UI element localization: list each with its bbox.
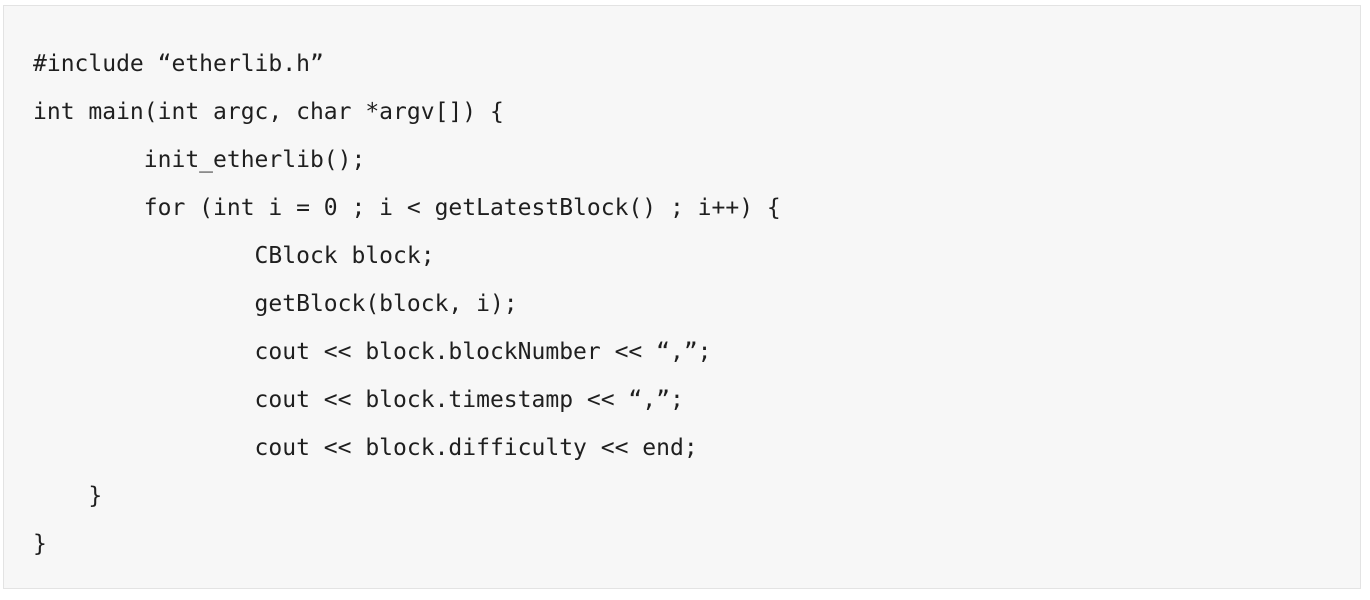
code-line-2: int main(int argc, char *argv[]) {	[33, 99, 504, 125]
code-line-5: CBlock block;	[33, 243, 435, 269]
code-line-4: for (int i = 0 ; i < getLatestBlock() ; …	[33, 195, 781, 221]
code-line-7: cout << block.blockNumber << “,”;	[33, 339, 712, 365]
code-line-9: cout << block.difficulty << end;	[33, 435, 698, 461]
code-block: #include “etherlib.h” int main(int argc,…	[3, 5, 1361, 589]
code-line-3: init_etherlib();	[33, 147, 366, 173]
code-line-8: cout << block.timestamp << “,”;	[33, 387, 684, 413]
code-line-11: }	[33, 531, 47, 557]
code-line-1: #include “etherlib.h”	[33, 51, 324, 77]
code-line-6: getBlock(block, i);	[33, 291, 518, 317]
code-line-10: }	[33, 483, 103, 509]
code-lines: #include “etherlib.h” int main(int argc,…	[33, 40, 781, 568]
